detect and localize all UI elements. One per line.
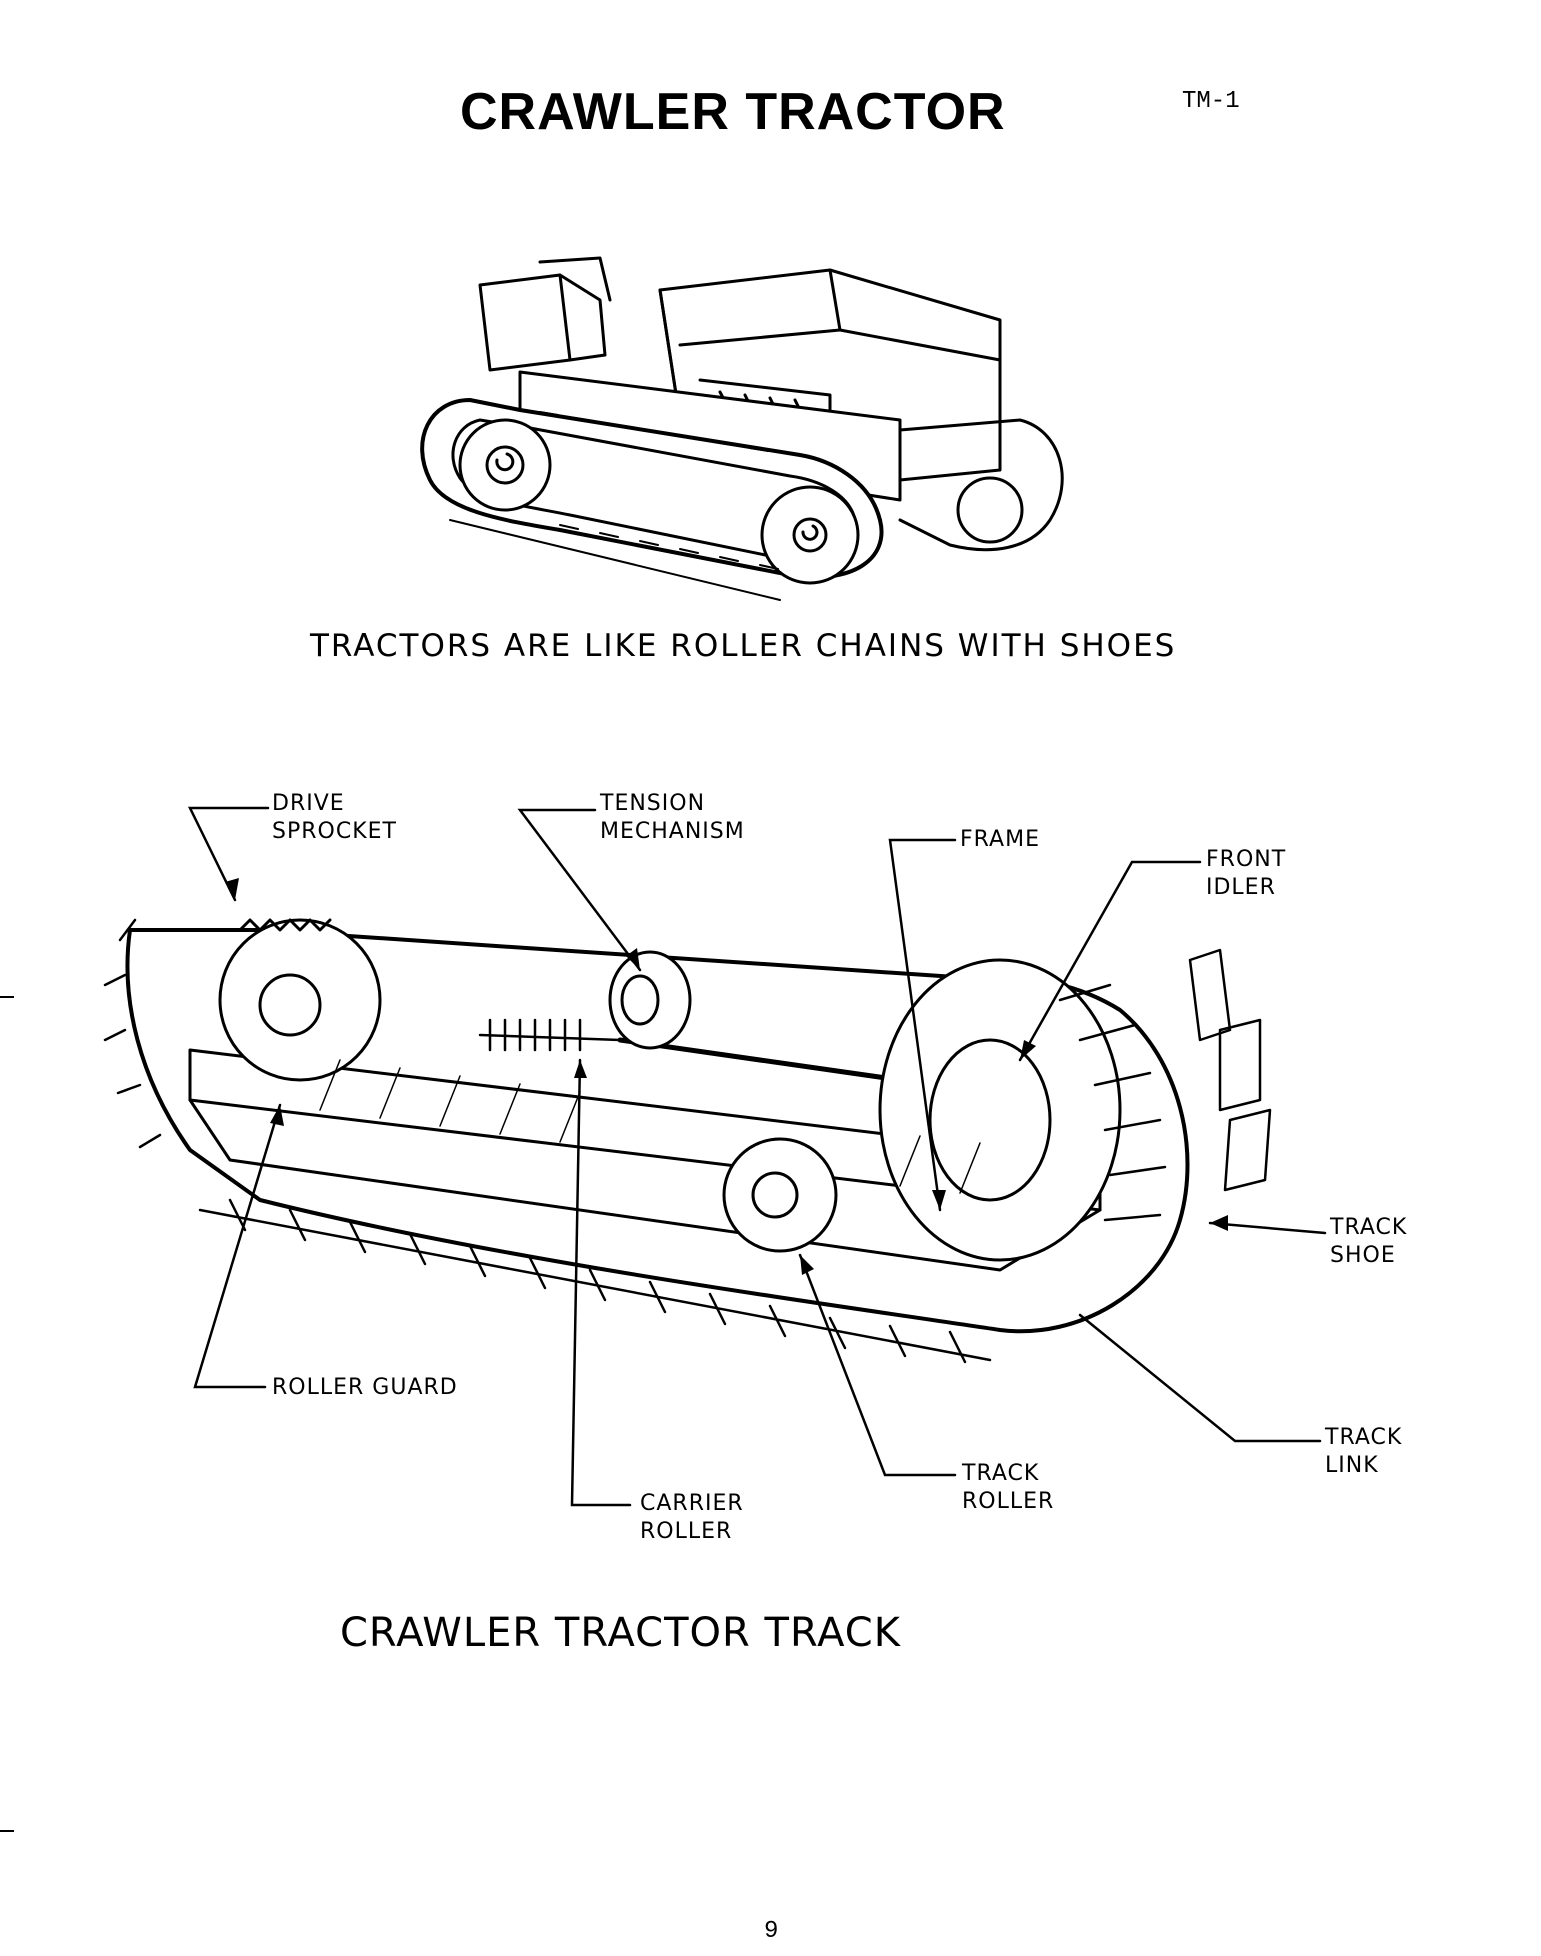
crawler-tractor-illustration — [0, 0, 1541, 680]
page-code: TM-1 — [1182, 88, 1240, 115]
label-track-roller: TRACK ROLLER — [962, 1461, 1055, 1514]
margin-mark — [0, 1830, 14, 1832]
label-front-idler: FRONT IDLER — [1206, 847, 1287, 900]
label-drive-sprocket: DRIVE SPROCKET — [272, 791, 397, 844]
label-tension-mechanism: TENSION MECHANISM — [600, 791, 745, 844]
label-track-link: TRACK LINK — [1325, 1425, 1403, 1478]
tractor-caption: TRACTORS ARE LIKE ROLLER CHAINS WITH SHO… — [310, 628, 1177, 664]
page-title: CRAWLER TRACTOR — [460, 83, 1006, 141]
label-roller-guard: ROLLER GUARD — [272, 1375, 458, 1400]
label-carrier-roller: CARRIER ROLLER — [640, 1491, 744, 1544]
page-number: 9 — [764, 1918, 779, 1945]
label-track-shoe: TRACK SHOE — [1330, 1215, 1408, 1268]
track-caption: CRAWLER TRACTOR TRACK — [340, 1610, 901, 1656]
label-frame: FRAME — [960, 827, 1040, 852]
margin-mark — [0, 996, 14, 998]
